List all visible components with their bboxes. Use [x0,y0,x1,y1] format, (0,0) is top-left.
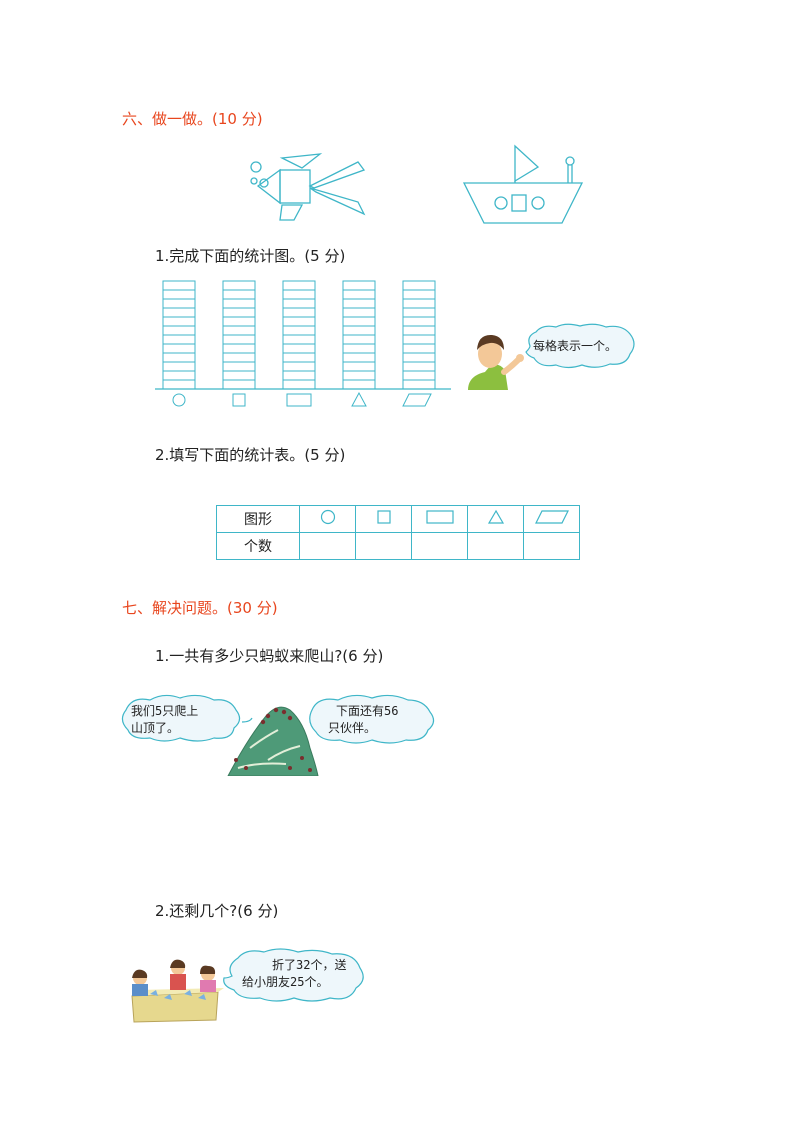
boy-illustration [468,334,524,390]
rectangle-shape-icon [425,510,454,524]
right-speech-bubble-icon [309,694,435,744]
grid-column-2 [222,280,256,390]
answer-cell[interactable] [467,532,524,560]
q1-bubble-text: 每格表示一个。 [533,339,618,353]
triangle-shape-icon [487,509,504,524]
left-speech-bubble-icon [121,694,241,742]
table-cell [355,505,412,533]
circle-shape-icon [172,393,186,407]
q1-title: 1.完成下面的统计图。(5 分) [155,247,346,265]
table-cell [467,505,524,533]
table-cell [299,505,356,533]
parallelogram-shape-icon [534,510,569,524]
triangle-shape-icon [351,391,367,407]
section-6-title: 六、做一做。(10 分) [122,110,263,128]
grid-column-4 [342,280,376,390]
row-label-count: 个数 [216,532,300,560]
answer-cell[interactable] [299,532,356,560]
grid-column-5 [402,280,436,390]
square-shape-icon [376,510,391,524]
speech-bubble-icon [223,948,364,1002]
ant-icons [234,707,312,772]
table-cell [411,505,468,533]
ants-mountain-illustration [121,694,435,776]
p2-bubble-text: 折了32个，送 给小朋友25个。 [242,958,347,989]
boat-figure [462,144,584,224]
grid-column-1 [162,280,196,390]
row-label-shape: 图形 [216,505,300,533]
paper-crane-icons [150,990,206,1000]
table-row: 个数 [216,532,580,560]
parallelogram-shape-icon [402,393,432,407]
grid-column-3 [282,280,316,390]
statistics-grid-chart [155,280,451,407]
statistics-table: 图形 个数 [216,505,580,560]
answer-cell[interactable] [355,532,412,560]
table-cell [523,505,580,533]
problem-1-title: 1.一共有多少只蚂蚁来爬山?(6 分) [155,647,384,665]
children-folding-illustration [131,948,364,1023]
p1-left-bubble-text: 我们5只爬上 山顶了。 [131,704,199,735]
rectangle-shape-icon [286,393,312,407]
fish-figure [250,153,366,221]
q2-title: 2.填写下面的统计表。(5 分) [155,446,346,464]
p1-right-bubble-text: 下面还有56 只伙伴。 [328,704,399,735]
square-shape-icon [232,393,246,407]
answer-cell[interactable] [523,532,580,560]
problem-2-title: 2.还剩几个?(6 分) [155,902,279,920]
circle-shape-icon [320,509,335,525]
answer-cell[interactable] [411,532,468,560]
section-7-title: 七、解决问题。(30 分) [122,599,278,617]
speech-bubble-icon [525,323,635,369]
table-row: 图形 [216,505,580,533]
